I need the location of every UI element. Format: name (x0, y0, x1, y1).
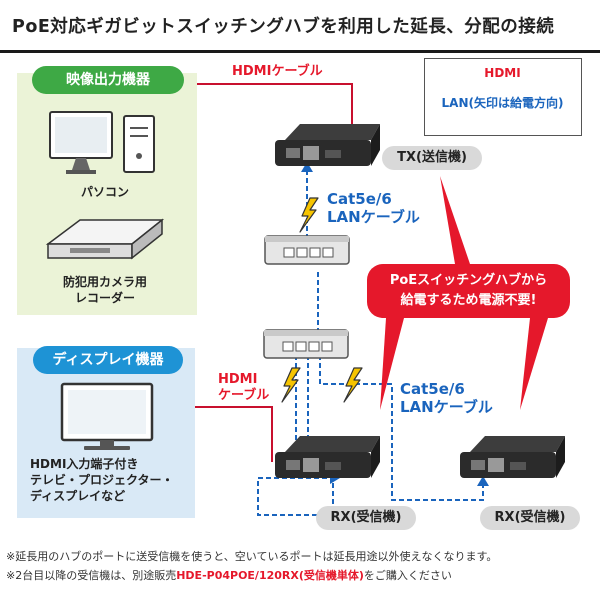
callout-pointer-rx1 (380, 318, 404, 410)
footnote-1: ※延長用のハブのポートに送受信機を使うと、空いているポートは延長用途以外使えなく… (6, 550, 498, 563)
hub-upper (264, 235, 350, 265)
pc-icon (49, 111, 155, 174)
recorder-icon (45, 218, 165, 260)
legend-lan-label: LAN(矢印は給電方向) (441, 96, 564, 110)
power-bolt-icon (281, 367, 301, 403)
legend: HDMI LAN(矢印は給電方向) (424, 58, 582, 136)
monitor-icon (60, 382, 154, 450)
title-divider (0, 50, 600, 53)
hdmi-cable-top-label: HDMIケーブル (232, 64, 323, 79)
hub-lower (263, 329, 349, 359)
page-title: PoE対応ギガビットスイッチングハブを利用した延長、分配の接続 (12, 17, 555, 37)
pc-label: パソコン (80, 185, 129, 199)
power-bolt-icon (299, 197, 319, 233)
tx-unit-icon (275, 124, 380, 166)
hdmi-cable-bottom-label-line2: ケーブル (218, 388, 270, 403)
lan-hub2-to-rx2 (319, 355, 484, 501)
display-devices-tag: ディスプレイ機器 (33, 346, 183, 374)
hdmi-cable-top (197, 83, 353, 128)
rx2-unit-label: RX(受信機) (480, 506, 580, 530)
legend-hdmi-label: HDMI (484, 66, 521, 80)
footnote-2-suffix: をご購入ください (363, 569, 452, 582)
lan-lower-label-line1: Cat5e/6 (400, 380, 465, 398)
hdmi-cable-bottom (195, 406, 273, 462)
recorder-label-line1: 防犯用カメラ用 (62, 275, 147, 289)
display-desc-line3: ディスプレイなど (30, 489, 126, 503)
power-bolt-icon (343, 367, 363, 403)
lan-lower-label-line2: LANケーブル (400, 398, 493, 416)
lan-arrow-up (301, 162, 313, 172)
callout-pointer-tx (440, 176, 470, 264)
lan-upper-label-line1: Cat5e/6 (327, 190, 392, 208)
rx2-unit-icon (460, 436, 565, 478)
poe-callout-line2: 給電するため電源不要! (400, 293, 537, 308)
footnote-2-prefix: ※2台目以降の受信機は、別途販売 (6, 569, 177, 582)
lan-arrow-rx2 (477, 476, 489, 486)
display-desc-line2: テレビ・プロジェクター・ (30, 473, 174, 487)
recorder-label-line2: レコーダー (74, 291, 135, 305)
rx1-unit-label: RX(受信機) (316, 506, 416, 530)
footnote-2: ※2台目以降の受信機は、別途販売HDE-P04POE/120RX(受信機単体)を… (6, 567, 452, 583)
callout-pointer-rx2 (520, 318, 548, 410)
tx-unit-label: TX(送信機) (382, 146, 482, 170)
hdmi-cable-bottom-label-line1: HDMI (218, 372, 258, 387)
rx1-unit-icon (275, 436, 380, 478)
poe-callout: PoEスイッチングハブから 給電するため電源不要! (367, 264, 570, 318)
poe-callout-line1: PoEスイッチングハブから (389, 273, 548, 288)
lan-upper-label-line2: LANケーブル (327, 208, 420, 226)
display-desc-line1: HDMI入力端子付き (30, 457, 139, 471)
source-devices-tag: 映像出力機器 (32, 66, 184, 94)
footnote-2-product: HDE-P04POE/120RX(受信機単体) (176, 569, 364, 582)
